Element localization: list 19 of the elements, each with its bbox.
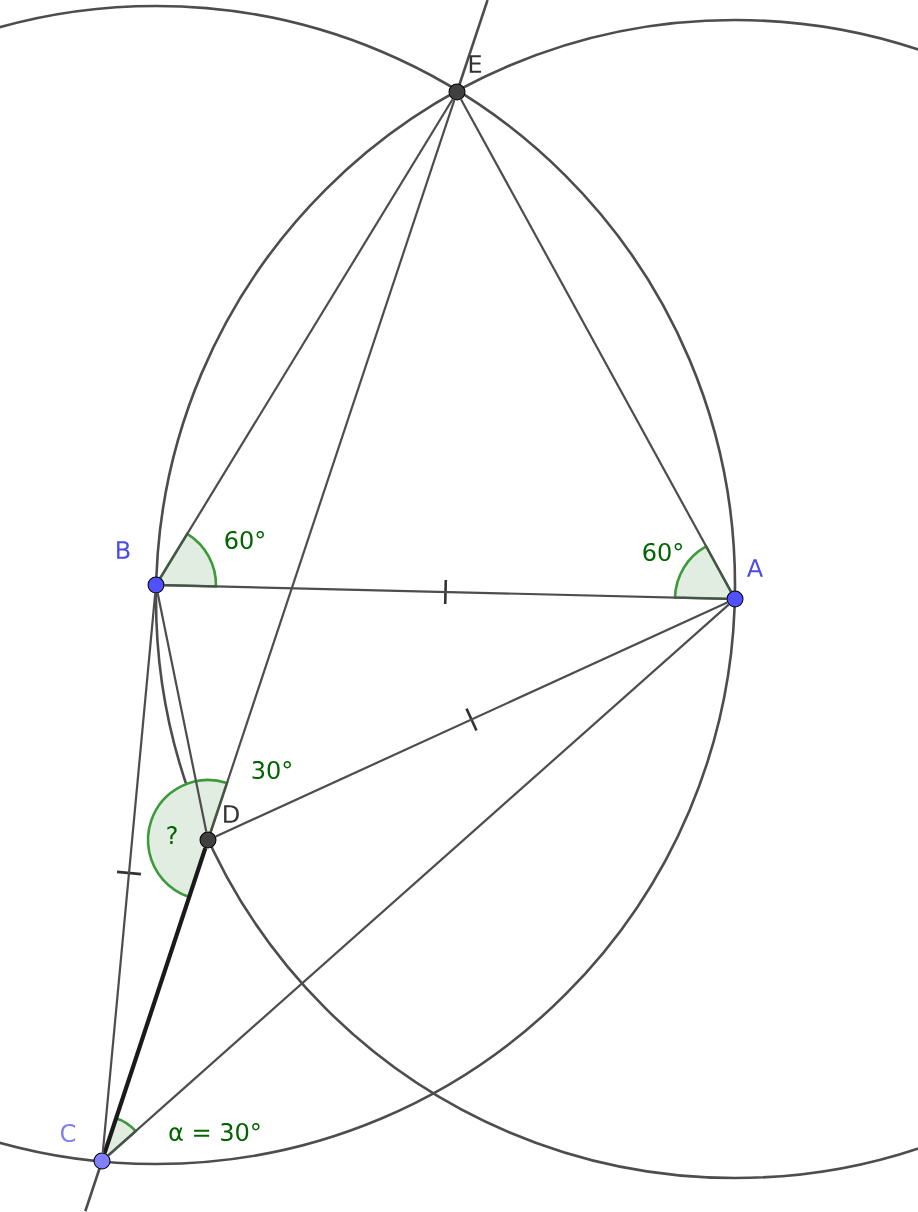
angle-label: 60° xyxy=(225,530,264,550)
angle-label: ? xyxy=(167,826,177,844)
segment xyxy=(215,601,728,838)
segment xyxy=(107,603,730,1157)
segment xyxy=(209,99,456,833)
point-label: E xyxy=(469,55,482,73)
angle-label: 60° xyxy=(643,542,682,562)
point-label: B xyxy=(117,541,130,559)
point-label: D xyxy=(224,805,239,823)
point-label: A xyxy=(747,559,763,577)
segment xyxy=(460,98,732,593)
point-label: C xyxy=(60,1123,76,1143)
angle-label: 30° xyxy=(252,760,291,780)
segment xyxy=(156,593,208,832)
segment xyxy=(164,584,727,600)
segment xyxy=(102,847,208,1154)
segment xyxy=(101,593,157,1153)
segment xyxy=(159,98,454,579)
angle-label: α = 30° xyxy=(169,1122,260,1142)
